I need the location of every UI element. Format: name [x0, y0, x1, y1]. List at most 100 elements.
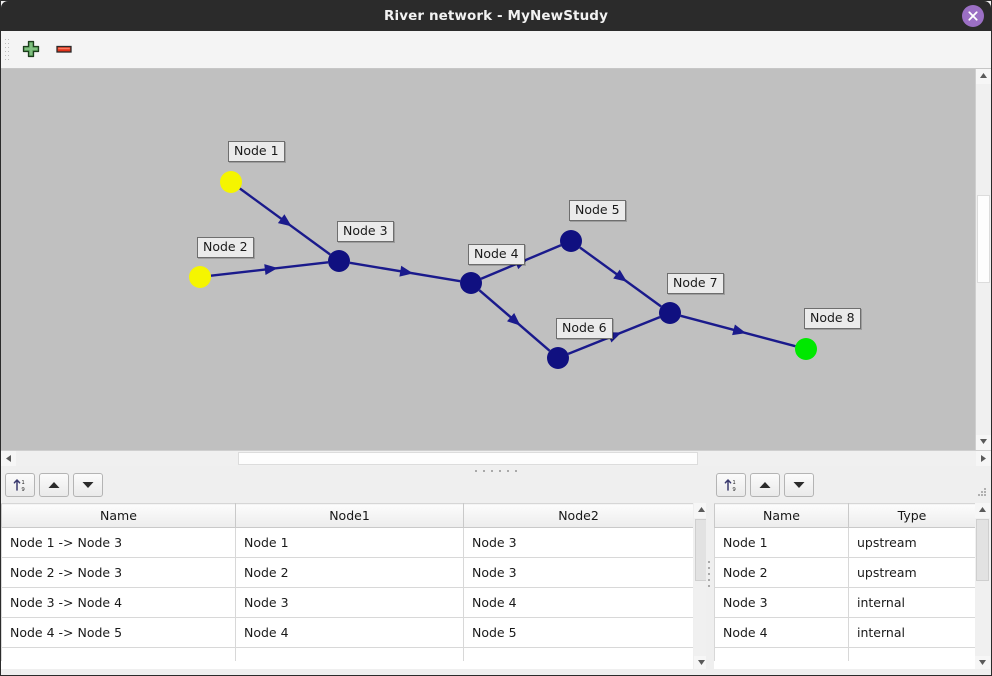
network-graph: [189, 171, 817, 369]
resize-grip[interactable]: [978, 488, 988, 498]
table-cell-empty: [1, 647, 236, 661]
nodes-scroll-up-icon[interactable]: [975, 503, 990, 518]
scroll-down-icon[interactable]: [976, 435, 991, 450]
edge-arrow-icon: [613, 269, 627, 282]
graph-node-label[interactable]: Node 1: [228, 141, 285, 162]
scroll-right-icon[interactable]: [976, 451, 991, 466]
reaches-move-up-button[interactable]: [39, 473, 69, 497]
graph-node[interactable]: [659, 302, 681, 324]
graph-edges: [210, 187, 796, 356]
graph-node[interactable]: [795, 338, 817, 360]
horizontal-splitter[interactable]: [1, 466, 991, 476]
table-cell[interactable]: Node 3: [235, 587, 464, 618]
column-header[interactable]: Node2: [463, 503, 693, 528]
graph-node-label[interactable]: Node 3: [337, 221, 394, 242]
graph-node[interactable]: [220, 171, 242, 193]
red-minus-icon[interactable]: [51, 38, 77, 62]
canvas-hscroll-thumb[interactable]: [238, 452, 698, 465]
canvas-vscroll-thumb[interactable]: [977, 195, 990, 283]
nodes-sort-button[interactable]: 1 9: [716, 473, 746, 497]
table-cell[interactable]: Node 3: [714, 587, 849, 618]
graph-node-label[interactable]: Node 4: [468, 244, 525, 265]
table-cell[interactable]: Node 1 -> Node 3: [1, 527, 236, 558]
nodes-move-up-button[interactable]: [750, 473, 780, 497]
graph-node[interactable]: [547, 347, 569, 369]
graph-node-label[interactable]: Node 7: [667, 273, 724, 294]
table-cell[interactable]: Node 2 -> Node 3: [1, 557, 236, 588]
table-cell[interactable]: Node 2: [235, 557, 464, 588]
table-cell-empty: [848, 647, 975, 661]
graph-node[interactable]: [560, 230, 582, 252]
nodes-move-down-button[interactable]: [784, 473, 814, 497]
graph-node-label[interactable]: Node 2: [197, 237, 254, 258]
table-cell[interactable]: Node 4: [235, 617, 464, 648]
table-cell[interactable]: Node 3 -> Node 4: [1, 587, 236, 618]
edge-arrow-icon: [507, 312, 521, 326]
graph-node[interactable]: [460, 272, 482, 294]
scroll-up-icon[interactable]: [976, 69, 991, 84]
nodes-vertical-scrollbar[interactable]: [975, 503, 991, 671]
table-cell[interactable]: Node 1: [714, 527, 849, 558]
column-header[interactable]: Node1: [235, 503, 464, 528]
graph-node[interactable]: [328, 250, 350, 272]
canvas-horizontal-scrollbar[interactable]: [1, 450, 991, 466]
svg-text:1: 1: [21, 480, 24, 486]
table-cell[interactable]: internal: [848, 587, 975, 618]
network-canvas[interactable]: Node 1 Node 2 Node 3 Node 4 Node 5 Node 6 Node…: [1, 69, 991, 465]
nodes-scroll-down-icon[interactable]: [975, 656, 990, 671]
nodes-toolbar: 1 9: [712, 473, 991, 501]
table-cell[interactable]: Node 2: [714, 557, 849, 588]
edge-arrow-icon: [264, 264, 278, 275]
column-header[interactable]: Type: [848, 503, 975, 528]
scroll-left-icon[interactable]: [1, 451, 16, 466]
reaches-move-down-button[interactable]: [73, 473, 103, 497]
table-row-empty: [1, 647, 693, 661]
column-header[interactable]: Name: [714, 503, 849, 528]
table-cell[interactable]: internal: [848, 617, 975, 648]
table-cell[interactable]: Node 4: [714, 617, 849, 648]
reaches-toolbar: 1 9: [1, 473, 711, 501]
reaches-scroll-up-icon[interactable]: [694, 503, 709, 518]
table-cell[interactable]: Node 4: [463, 587, 693, 618]
graph-node-label[interactable]: Node 5: [569, 200, 626, 221]
table-cell[interactable]: Node 3: [463, 527, 693, 558]
title-bar: River network - MyNewStudy: [1, 1, 991, 31]
vertical-splitter[interactable]: [706, 501, 712, 671]
nodes-vscroll-thumb[interactable]: [976, 519, 989, 581]
canvas-vertical-scrollbar[interactable]: [975, 69, 991, 450]
reaches-scroll-down-icon[interactable]: [694, 656, 709, 671]
table-cell[interactable]: Node 3: [463, 557, 693, 588]
table-cell[interactable]: Node 1: [235, 527, 464, 558]
table-cell[interactable]: upstream: [848, 527, 975, 558]
reaches-sort-button[interactable]: 1 9: [5, 473, 35, 497]
toolbar-drag-handle[interactable]: [5, 39, 10, 61]
green-plus-icon[interactable]: [18, 38, 44, 62]
graph-node-label[interactable]: Node 6: [556, 318, 613, 339]
edge-arrow-icon: [399, 265, 414, 277]
column-header[interactable]: Name: [1, 503, 236, 528]
table-cell[interactable]: Node 4 -> Node 5: [1, 617, 236, 648]
close-icon[interactable]: [962, 5, 984, 27]
table-cell[interactable]: Node 5: [463, 617, 693, 648]
main-toolbar: [1, 31, 991, 69]
graph-node[interactable]: [189, 266, 211, 288]
window-bottom-edge: [1, 669, 991, 675]
table-cell[interactable]: upstream: [848, 557, 975, 588]
graph-node-label[interactable]: Node 8: [804, 308, 861, 329]
